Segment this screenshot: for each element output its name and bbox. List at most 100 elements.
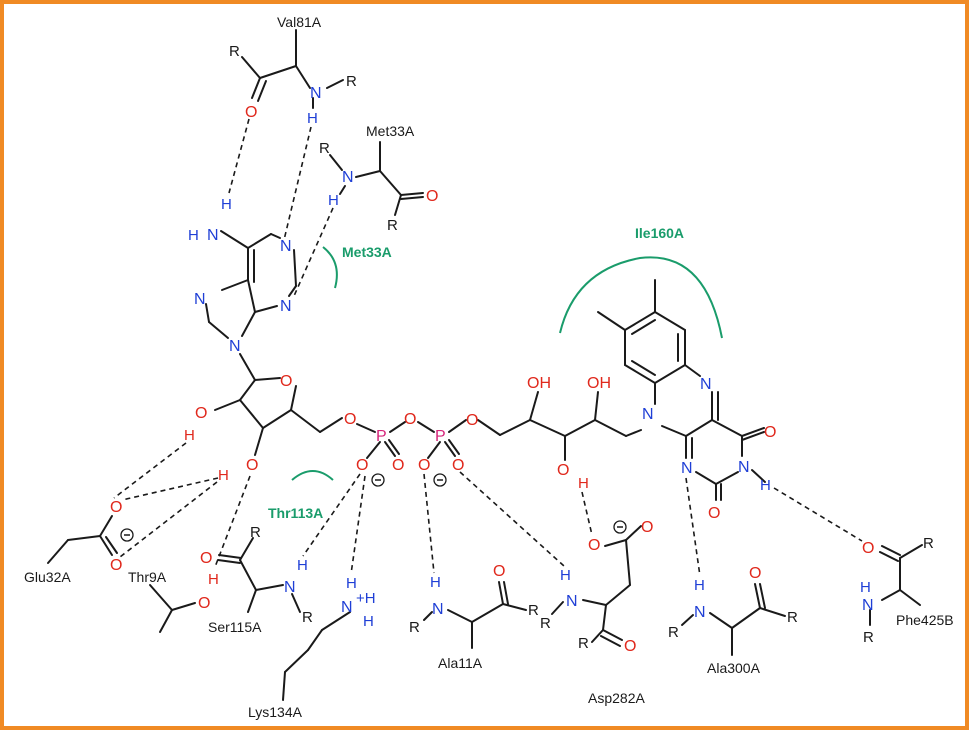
ala300-r2: R [787,609,798,626]
ala11-label: Ala11A [438,655,483,671]
ser115-label: Ser115A [208,619,262,635]
adenine-ring [205,230,297,339]
met33-h: H [328,192,339,209]
asp282-charge-minus [613,520,627,534]
met33-hydrophobic-arc [322,246,338,289]
ala11-residue [423,581,527,649]
flavin-n3-h: H [760,477,771,494]
ala11-r2: R [528,602,539,619]
lys134-plus-h: +H [356,590,376,607]
thr113-hydro-label: Thr113A [268,505,323,521]
met33-r2: R [387,217,398,234]
lys134-n: N [341,599,353,616]
p2-charge-minus [433,473,447,487]
flavin-n5: N [700,376,712,393]
p1: P [376,428,387,445]
glu32-residue [47,515,118,564]
lys134-h-bottom: H [363,613,374,630]
adenine-n1: N [280,238,292,255]
p2: P [435,428,446,445]
flavin-n1: N [681,460,693,477]
p2-o-link: O [466,412,478,429]
ala11-o: O [493,563,505,580]
met33-hydro-label: Met33A [342,244,392,260]
ala11-h: H [430,574,441,591]
p1-charge-minus [371,473,385,487]
pyrophosphate [356,419,501,459]
ser115-r2: R [302,609,313,626]
asp282-o2: O [641,519,653,536]
p1-o-minus: O [356,457,368,474]
ser115-o: O [200,550,212,567]
glu32-o1: O [110,499,122,516]
thr113-hydrophobic-arc [291,470,334,481]
ribityl-oh2: OH [587,375,611,392]
flavin-n3: N [738,459,750,476]
asp282-o1: O [588,537,600,554]
lys134-residue [282,611,351,701]
phe425-residue [869,544,923,626]
ribityl-oh1: OH [527,375,551,392]
met33-o: O [426,188,438,205]
p2-o-double: O [452,457,464,474]
ala300-h: H [694,577,705,594]
adenine-nh-h2: H [188,227,199,244]
ribityl-chain [499,391,642,461]
bridge-o: O [404,411,416,428]
phe425-label: Phe425B [896,612,954,628]
met33-residue [329,141,424,216]
glu32-label: Glu32A [24,569,71,585]
ala11-r1: R [409,619,420,636]
met33-r1: R [319,140,330,157]
thr9-residue [149,584,196,633]
ribose-o5: O [344,411,356,428]
ala300-label: Ala300A [707,660,761,676]
isoalloxazine-ring [597,279,766,501]
asp282-r2: R [578,635,589,652]
ribose-o-ring: O [280,373,292,390]
flavin-o2: O [708,505,720,522]
ribityl-o3: O [557,462,569,479]
ser115-n: N [284,579,296,596]
hydrogen-bonds [113,118,863,577]
ala300-n: N [694,604,706,621]
ile160-hydrophobic-arc [559,256,723,339]
thr9-h: H [208,571,219,588]
val81-label: Val81A [277,14,322,30]
val81-h: H [307,110,318,127]
val81-residue [241,29,344,109]
asp282-r1: R [540,615,551,632]
ala300-residue [681,583,786,656]
ser115-h: H [297,557,308,574]
val81-r2: R [346,73,357,90]
asp282-n: N [566,593,578,610]
ser115-residue [217,537,301,613]
ribose-o3: O [246,457,258,474]
asp282-h: H [560,567,571,584]
val81-r1: R [229,43,240,60]
thr9-label: Thr9A [128,569,167,585]
phe425-n: N [862,597,874,614]
ribose-o3-h: H [218,467,229,484]
met33-label: Met33A [366,123,415,139]
phe425-r1: R [923,535,934,552]
flavin-o4: O [764,424,776,441]
ala300-r1: R [668,624,679,641]
adenine-nh-n: N [207,227,219,244]
ser115-r1: R [250,524,261,541]
ribose-o2: O [195,405,207,422]
phe425-r2: R [863,629,874,646]
p1-o-double: O [392,457,404,474]
adenine-nh-h: H [221,196,232,213]
ala11-n: N [432,601,444,618]
ribityl-o3-h: H [578,475,589,492]
adenine-n9: N [229,338,241,355]
glu32-o2: O [110,557,122,574]
lys134-label: Lys134A [248,704,303,720]
phe425-o: O [862,540,874,557]
ala300-o: O [749,565,761,582]
ribose-o2-h: H [184,427,195,444]
met33-n: N [342,169,354,186]
